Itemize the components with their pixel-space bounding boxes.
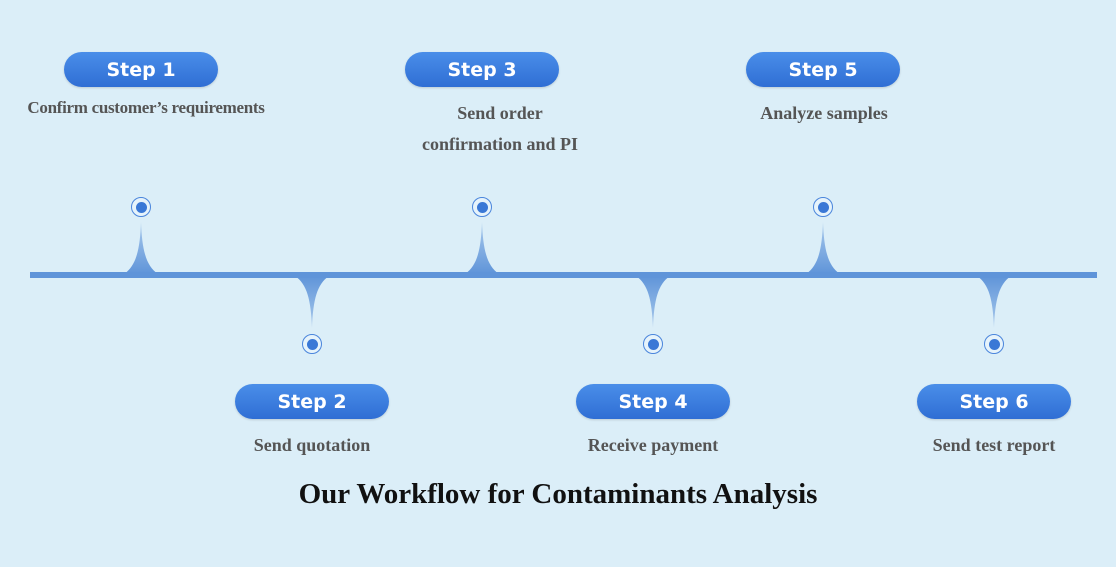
step-5-node [813, 197, 833, 217]
step-4-connector [636, 276, 670, 328]
step-5-connector [806, 222, 840, 274]
step-3-connector [465, 222, 499, 274]
step-6-text: Send test report [932, 435, 1056, 455]
step-2-connector [295, 276, 329, 328]
step-6-connector [977, 276, 1011, 328]
step-1-label: Step 1 [106, 58, 176, 81]
step-3-pill: Step 3 [405, 52, 559, 87]
step-2-label: Step 2 [277, 390, 347, 413]
step-4-pill: Step 4 [576, 384, 730, 419]
step-3-text: Send order confirmation and PI [421, 103, 578, 154]
step-1-node [131, 197, 151, 217]
step-4-label: Step 4 [618, 390, 688, 413]
step-6-label: Step 6 [959, 390, 1029, 413]
diagram-title: Our Workflow for Contaminants Analysis [298, 478, 818, 510]
timeline-axis [30, 272, 1097, 278]
step-2-node [302, 334, 322, 354]
step-3-label: Step 3 [447, 58, 517, 81]
step-3-node [472, 197, 492, 217]
step-5-label: Step 5 [788, 58, 858, 81]
step-6-pill: Step 6 [917, 384, 1071, 419]
step-1-connector [124, 222, 158, 274]
step-1-text: Confirm customer’s requirements [27, 98, 265, 117]
step-1-pill: Step 1 [64, 52, 218, 87]
step-4-node [643, 334, 663, 354]
step-2-text: Send quotation [253, 435, 371, 455]
step-2-pill: Step 2 [235, 384, 389, 419]
step-5-text: Analyze samples [760, 103, 888, 123]
step-5-pill: Step 5 [746, 52, 900, 87]
step-4-text: Receive payment [587, 435, 719, 455]
step-6-node [984, 334, 1004, 354]
